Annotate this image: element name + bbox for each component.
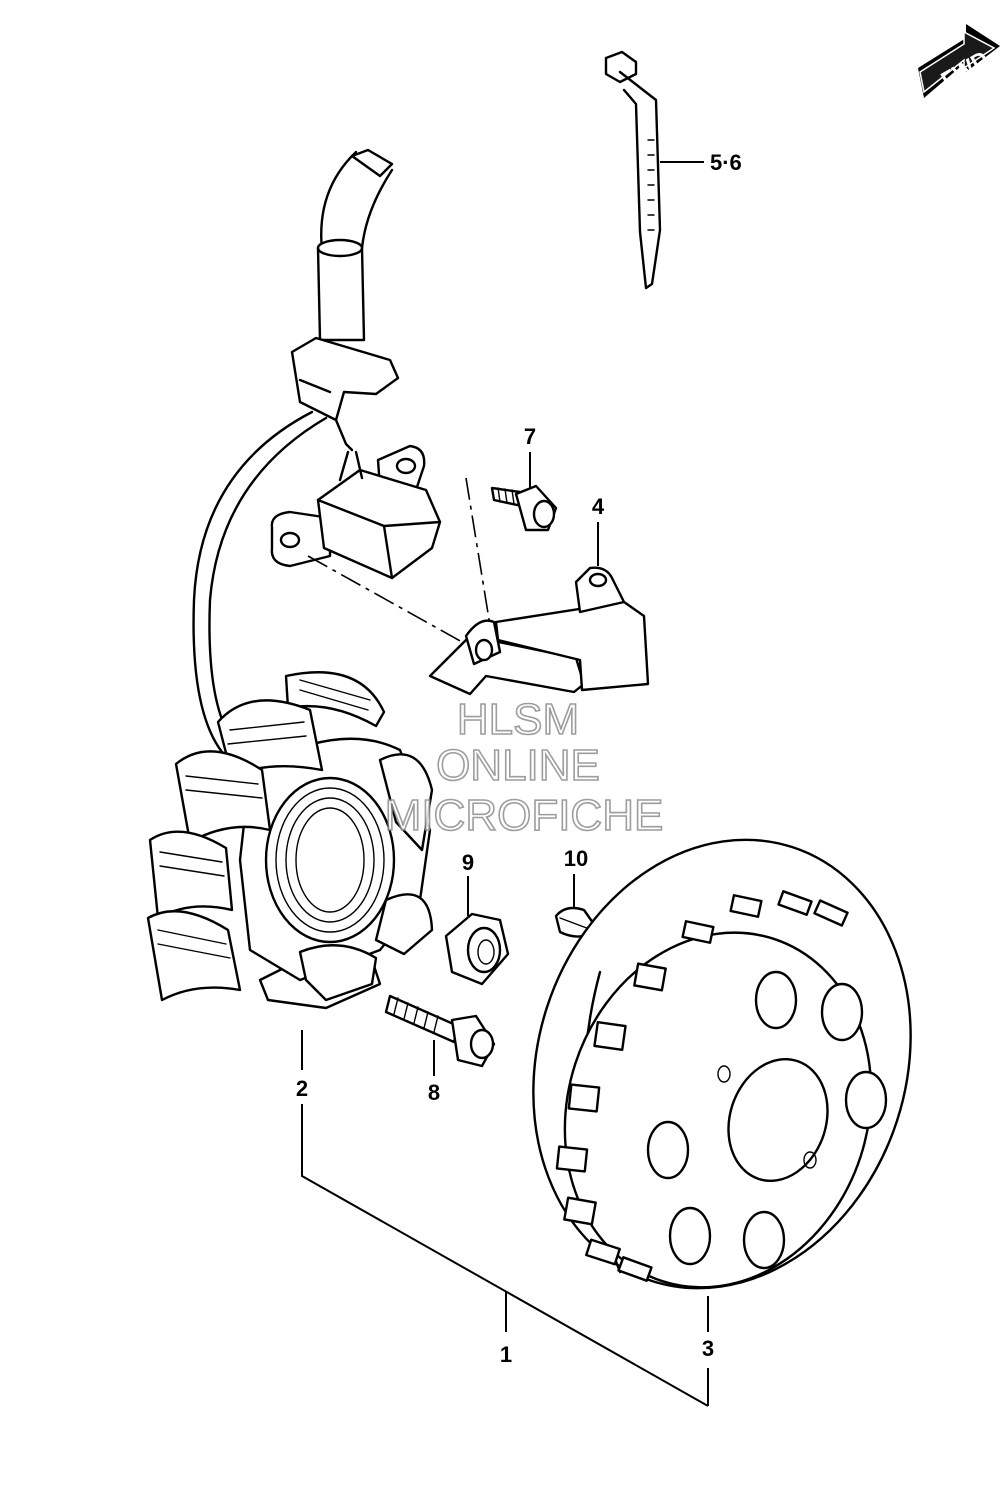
- callout-5-6: 5·6: [710, 150, 742, 175]
- cable-tie: [604, 50, 662, 290]
- watermark-line-3: MICROFICHE: [385, 791, 664, 840]
- rotor-3: [532, 838, 912, 1290]
- callout-10: 10: [564, 846, 588, 871]
- stator-2: [146, 671, 434, 1010]
- rotor-magnet: [555, 890, 849, 1282]
- watermark: HLSM ONLINE MICROFICHE: [384, 694, 664, 841]
- fwd-arrow-badge: FWD: [918, 24, 1000, 98]
- callout-4: 4: [592, 494, 605, 519]
- bracket-4: [428, 566, 650, 696]
- watermark-line-2: ONLINE: [436, 741, 600, 790]
- pulser-coil: [270, 444, 442, 580]
- callout-2: 2: [296, 1076, 308, 1101]
- callout-3: 3: [702, 1336, 714, 1361]
- callout-8: 8: [428, 1080, 440, 1105]
- wire-harness: [192, 148, 400, 754]
- callout-9: 9: [462, 850, 474, 875]
- bolt-8: [384, 994, 496, 1068]
- nut-9: [444, 912, 510, 986]
- watermark-line-1: HLSM: [457, 695, 579, 744]
- callout-1: 1: [500, 1342, 512, 1367]
- bolt-7: [490, 484, 558, 532]
- callout-7: 7: [524, 424, 536, 449]
